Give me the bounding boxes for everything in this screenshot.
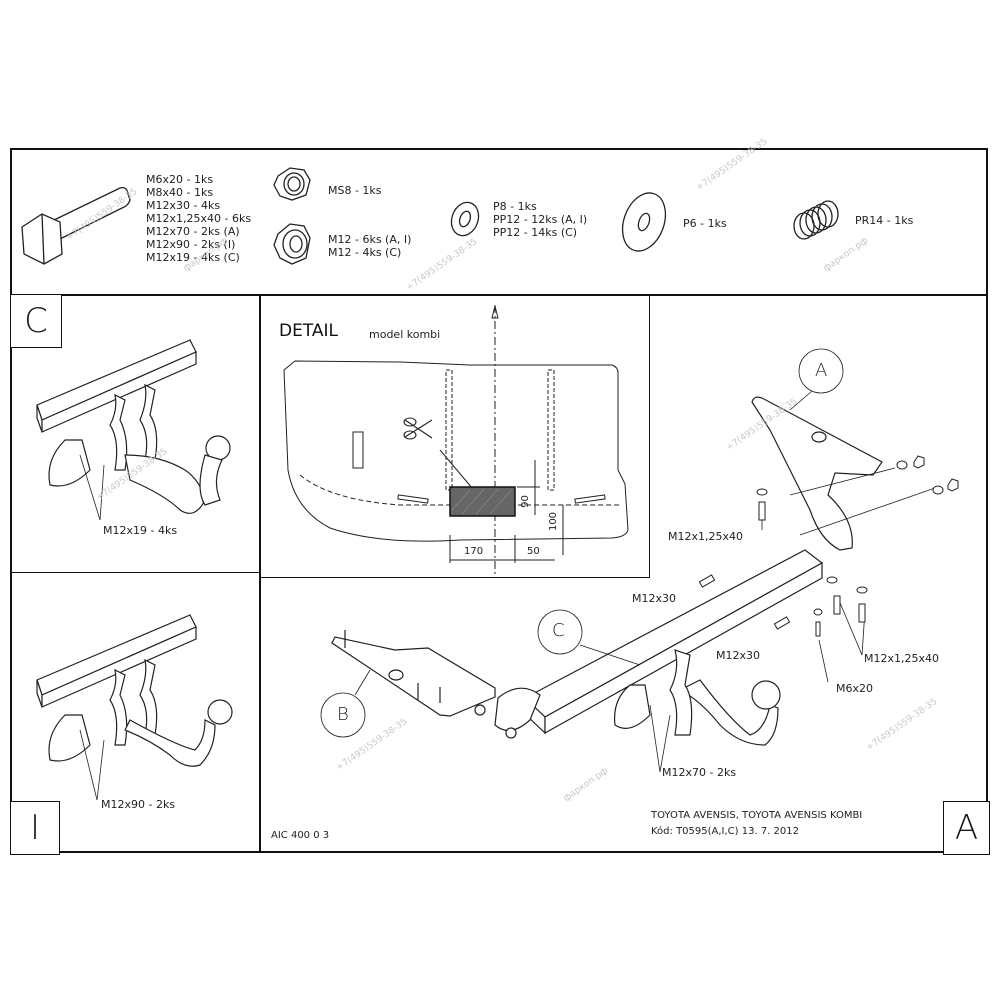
product-code: Kód: T0595(A,I,C) 13. 7. 2012 xyxy=(651,826,799,837)
bolt-line: M6x20 - 1ks xyxy=(146,173,214,186)
left-column-divider xyxy=(259,294,261,853)
bolt-line: M12x90 - 2ks (I) xyxy=(146,238,236,251)
detail-panel xyxy=(260,295,650,578)
large-washer-label: P6 - 1ks xyxy=(683,217,727,230)
callout-m12x30-left: M12x30 xyxy=(632,592,676,605)
parts-row-divider xyxy=(10,294,988,296)
dimension-50: 50 xyxy=(527,546,540,557)
dimension-100: 100 xyxy=(548,511,560,532)
dimension-170: 170 xyxy=(464,546,484,557)
nut-list: M12 - 6ks (A, I) M12 - 4ks (C) xyxy=(328,233,411,259)
variant-divider xyxy=(10,572,260,573)
balloon-b: B xyxy=(337,704,349,725)
washer-line: P8 - 1ks xyxy=(493,200,537,213)
bolt-line: M12x30 - 4ks xyxy=(146,199,221,212)
balloon-c: C xyxy=(552,620,565,641)
bolt-line: M12x70 - 2ks (A) xyxy=(146,225,240,238)
drawing-frame xyxy=(10,148,988,853)
bolt-list: M6x20 - 1ks M8x40 - 1ks M12x30 - 4ks M12… xyxy=(146,173,251,264)
nut-line: M12 - 4ks (C) xyxy=(328,246,402,259)
nut-line: M12 - 6ks (A, I) xyxy=(328,233,412,246)
callout-m12x125x40-top: M12x1,25x40 xyxy=(668,530,743,543)
callout-m12x30-right: M12x30 xyxy=(716,649,760,662)
detail-subtitle: model kombi xyxy=(369,328,441,341)
callout-m12x70: M12x70 - 2ks xyxy=(662,766,737,779)
lock-nut-label: MS8 - 1ks xyxy=(328,184,382,197)
dimension-90: 90 xyxy=(519,495,531,508)
variant-c-bolt-callout: M12x19 - 4ks xyxy=(103,524,178,537)
variant-i-label: I xyxy=(10,801,60,855)
vehicle-model: TOYOTA AVENSIS, TOYOTA AVENSIS KOMBI xyxy=(651,810,863,821)
callout-m6x20: M6x20 xyxy=(836,682,873,695)
balloon-a: A xyxy=(815,360,828,381)
variant-i-bolt-callout: M12x90 - 2ks xyxy=(101,798,176,811)
bolt-line: M8x40 - 1ks xyxy=(146,186,214,199)
washer-line: PP12 - 12ks (A, I) xyxy=(493,213,588,226)
bolt-line: M12x1,25x40 - 6ks xyxy=(146,212,252,225)
washer-list: P8 - 1ks PP12 - 12ks (A, I) PP12 - 14ks … xyxy=(493,200,587,239)
spring-washer-label: PR14 - 1ks xyxy=(855,214,914,227)
callout-m12x125x40-right: M12x1,25x40 xyxy=(864,652,939,665)
washer-line: PP12 - 14ks (C) xyxy=(493,226,578,239)
detail-title: DETAIL xyxy=(279,321,339,341)
bolt-line: M12x19 - 4ks (C) xyxy=(146,251,240,264)
drawing-number: AIC 400 0 3 xyxy=(271,830,330,841)
variant-c-label: C xyxy=(10,294,62,348)
variant-a-label: A xyxy=(943,801,990,855)
